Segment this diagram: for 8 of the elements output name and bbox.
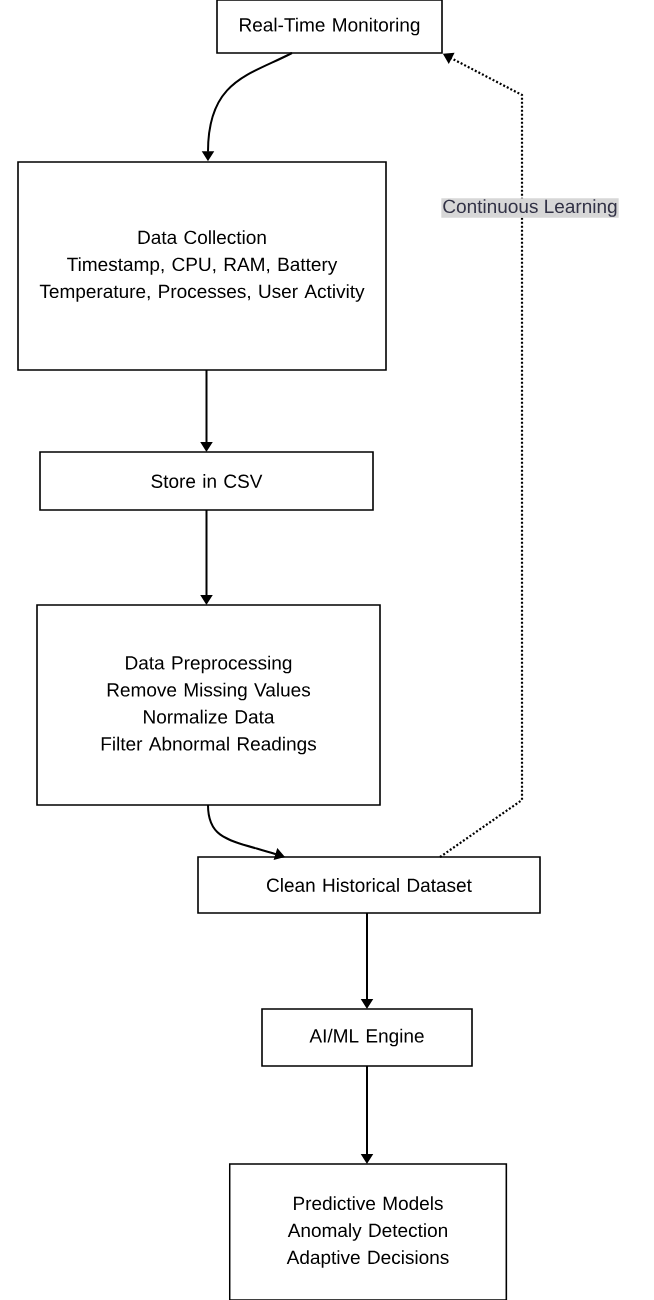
process-box: Data Collection Timestamp, CPU, RAM, Battery Temperature, Processes, User Activity [17, 161, 387, 371]
edge-label: Continuous Learning [443, 199, 617, 217]
process-box: AI/ML Engine [261, 1008, 473, 1067]
process-box: Store in CSV [39, 451, 374, 511]
process-box: Data Preprocessing Remove Missing Values Normalize Data Filter Abnormal Readings [36, 604, 381, 806]
process-box: Predictive Models Anomaly Detection Adaptive Decisions [228, 1163, 508, 1300]
process-box: Clean Historical Dataset [197, 856, 541, 914]
process-box: Real-Time Monitoring [216, 0, 443, 54]
